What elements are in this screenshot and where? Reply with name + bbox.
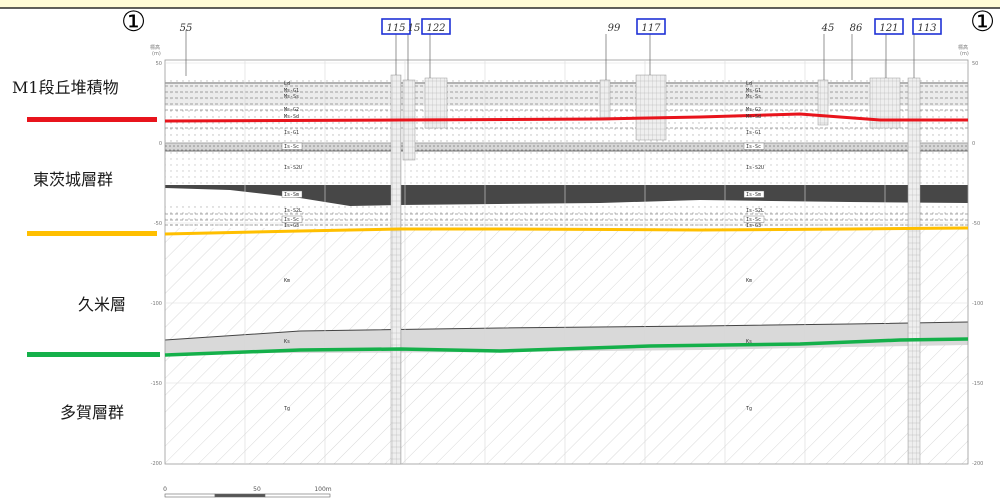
legend-label-higashiibaraki: 東茨城層群 <box>33 170 114 189</box>
layer-label: Ms-Sd <box>746 114 761 120</box>
legend-label-m1: M1段丘堆積物 <box>12 78 119 97</box>
layer-label-box <box>281 142 303 150</box>
section-end-marker: ① <box>970 5 996 38</box>
axis-unit-sub: (m) <box>960 51 969 57</box>
layer-label: Ms-Ss <box>746 94 761 100</box>
axis-tick-label: 0 <box>972 141 975 147</box>
axis-tick-label: -200 <box>972 461 983 467</box>
axis-unit-sub: (m) <box>152 51 161 57</box>
layer-label: Is-Sc <box>746 217 761 223</box>
axis-tick-label: -50 <box>154 221 162 227</box>
axis-tick-label: 50 <box>156 61 162 67</box>
axis-tick-label: -200 <box>151 461 162 467</box>
legend-label-kume: 久米層 <box>78 295 127 314</box>
borehole-box <box>874 18 904 35</box>
scale-tick-label: 50 <box>253 486 261 493</box>
legend-line-m1 <box>27 117 157 122</box>
borehole-label: 86 <box>850 23 863 34</box>
layer-label: Is-Sc <box>746 144 761 150</box>
layer-label: Is-S2L <box>284 208 302 214</box>
axis-tick-label: 0 <box>159 141 162 147</box>
layer-label: Is-G1 <box>746 130 761 136</box>
borehole-label: 15 <box>408 23 421 34</box>
layer-label: Is-G1 <box>284 130 299 136</box>
borehole-label: 99 <box>608 23 621 34</box>
layer-label: Is-G3 <box>284 223 299 229</box>
section-body <box>164 30 969 465</box>
layer-label: Is-Sc <box>284 217 299 223</box>
scale-tick-label: 0 <box>163 486 167 493</box>
axis-tick-label: -100 <box>972 301 983 307</box>
axis-tick-label: -50 <box>972 221 980 227</box>
layer-label: Ms-Ss <box>284 94 299 100</box>
boundary-line-kume <box>164 337 969 357</box>
borehole-label: 45 <box>821 23 835 34</box>
layer-label-box <box>281 190 303 198</box>
layer-label: Ms-G1 <box>284 88 299 94</box>
layer-label: Is-Sm <box>284 192 299 198</box>
layer-label: Is-G3 <box>746 223 761 229</box>
boundary-line-higashiibaraki <box>164 226 969 236</box>
header-band <box>0 0 1000 8</box>
axis-tick-label: -100 <box>151 301 162 307</box>
layer-labels-right: LdMs-G1Ms-SsMs-G2Ms-SdIs-G1Is-ScIs-S2UIs… <box>743 81 765 412</box>
layer-label: Km <box>746 278 752 284</box>
layer-labels-left: LdMs-G1Ms-SsMs-G2Ms-SdIs-G1Is-ScIs-S2UIs… <box>281 81 303 412</box>
legend-line-higashiibaraki <box>27 231 157 236</box>
section-start-marker: ① <box>121 5 147 38</box>
elevation-axis-right: 標高(m)50 0 -50 -100 -150 -200 <box>958 44 983 467</box>
layer-label: Is-Sm <box>746 192 761 198</box>
borehole-label: 121 <box>879 23 898 34</box>
borehole-label: 117 <box>641 23 661 34</box>
layer-label: Is-Sc <box>284 144 299 150</box>
legend-label-taga: 多賀層群 <box>60 403 125 422</box>
layer-label-box <box>281 215 303 223</box>
layer-label: Is-S2U <box>284 165 302 171</box>
borehole-label: 55 <box>180 23 193 34</box>
layer-label: Ms-G1 <box>746 88 761 94</box>
layer-label: Is-S2L <box>746 208 764 214</box>
layer-label-box <box>743 215 765 223</box>
borehole-label: 115 <box>386 23 405 34</box>
layer-label: Ms-G2 <box>284 107 299 113</box>
layer-label: Is-S2U <box>746 165 764 171</box>
boundary-line-m1 <box>164 112 968 123</box>
borehole-box <box>421 18 451 35</box>
axis-tick-label: -150 <box>972 381 983 387</box>
borehole-box <box>636 18 666 35</box>
axis-tick-label: -150 <box>151 381 162 387</box>
borehole-label: 122 <box>426 23 445 34</box>
legend-line-kume <box>27 352 160 357</box>
layer-label: Ks <box>746 339 752 345</box>
scale-tick-label: 100m <box>314 486 331 493</box>
layer-label: Ld <box>746 81 752 87</box>
axis-tick-label: 50 <box>972 61 978 67</box>
borehole-box <box>381 18 411 35</box>
layer-label-box <box>743 142 765 150</box>
scale-bar: 0 50 100m <box>163 486 332 498</box>
layer-label: Tg <box>284 406 290 412</box>
axis-unit-label: 標高 <box>958 44 968 51</box>
layer-label: Ks <box>284 339 290 345</box>
layer-label: Ld <box>284 81 290 87</box>
axis-unit-label: 標高 <box>150 44 160 51</box>
borehole-label: 113 <box>917 23 936 34</box>
borehole-box <box>912 18 942 35</box>
layer-label: Km <box>284 278 290 284</box>
layer-label: Tg <box>746 406 752 412</box>
layer-label: Ms-Sd <box>284 114 299 120</box>
layer-label: Ms-G2 <box>746 107 761 113</box>
layer-label-box <box>743 190 765 198</box>
elevation-axis-left: 標高(m) 50 0 -50 -100 -150 -200 <box>150 44 162 467</box>
